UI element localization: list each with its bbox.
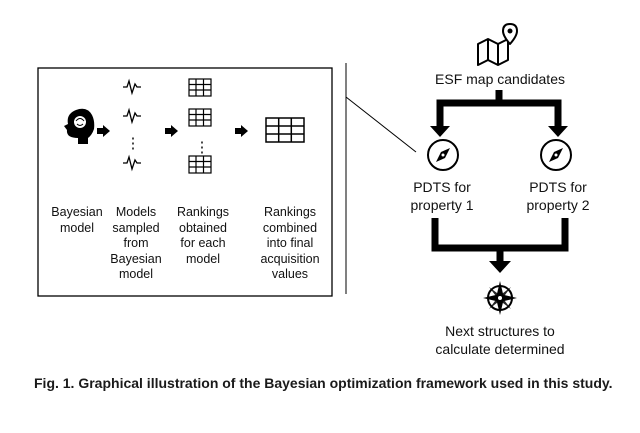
signal-icon-1 (123, 78, 141, 96)
pdts-property-2-label: PDTS for property 2 (526, 179, 590, 213)
map-icon (477, 23, 518, 66)
compass-rose-icon (483, 281, 517, 315)
ellipsis-rankings: ⋮ (194, 139, 210, 156)
pdts-property-1-label: PDTS for property 1 (410, 179, 474, 213)
ellipsis-models: ⋮ (125, 135, 141, 152)
label-models-sampled: Models sampled from Bayesian model (110, 205, 162, 281)
left-panel-border (37, 67, 333, 297)
arrowhead-left (430, 126, 450, 137)
compass-icon-2 (540, 139, 572, 171)
compass-icon-1 (427, 139, 459, 171)
split-bracket (436, 99, 562, 130)
esf-map-label: ESF map candidates (435, 71, 565, 87)
label-rankings-combined: Rankings combined into final acquisition… (260, 205, 320, 281)
arrowhead-down (489, 261, 511, 273)
table-icon-2 (188, 108, 212, 127)
connector-line (345, 96, 417, 153)
signal-icon-3 (123, 154, 141, 172)
brain-head-icon (64, 108, 95, 144)
label-rankings-obtained: Rankings obtained for each model (176, 205, 230, 266)
figure-caption: Fig. 1. Graphical illustration of the Ba… (34, 375, 613, 391)
next-structures-label: Next structures to calculate determined (435, 323, 565, 357)
arrow-icon-1 (97, 125, 110, 137)
arrow-icon-2 (165, 125, 178, 137)
label-bayesian-model: Bayesian model (51, 205, 103, 235)
arrow-icon-3 (235, 125, 248, 137)
merge-bracket (431, 218, 569, 252)
combined-table-icon (265, 117, 305, 143)
table-icon-1 (188, 78, 212, 97)
signal-icon-2 (123, 107, 141, 125)
table-icon-3 (188, 155, 212, 174)
arrowhead-right (548, 126, 568, 137)
